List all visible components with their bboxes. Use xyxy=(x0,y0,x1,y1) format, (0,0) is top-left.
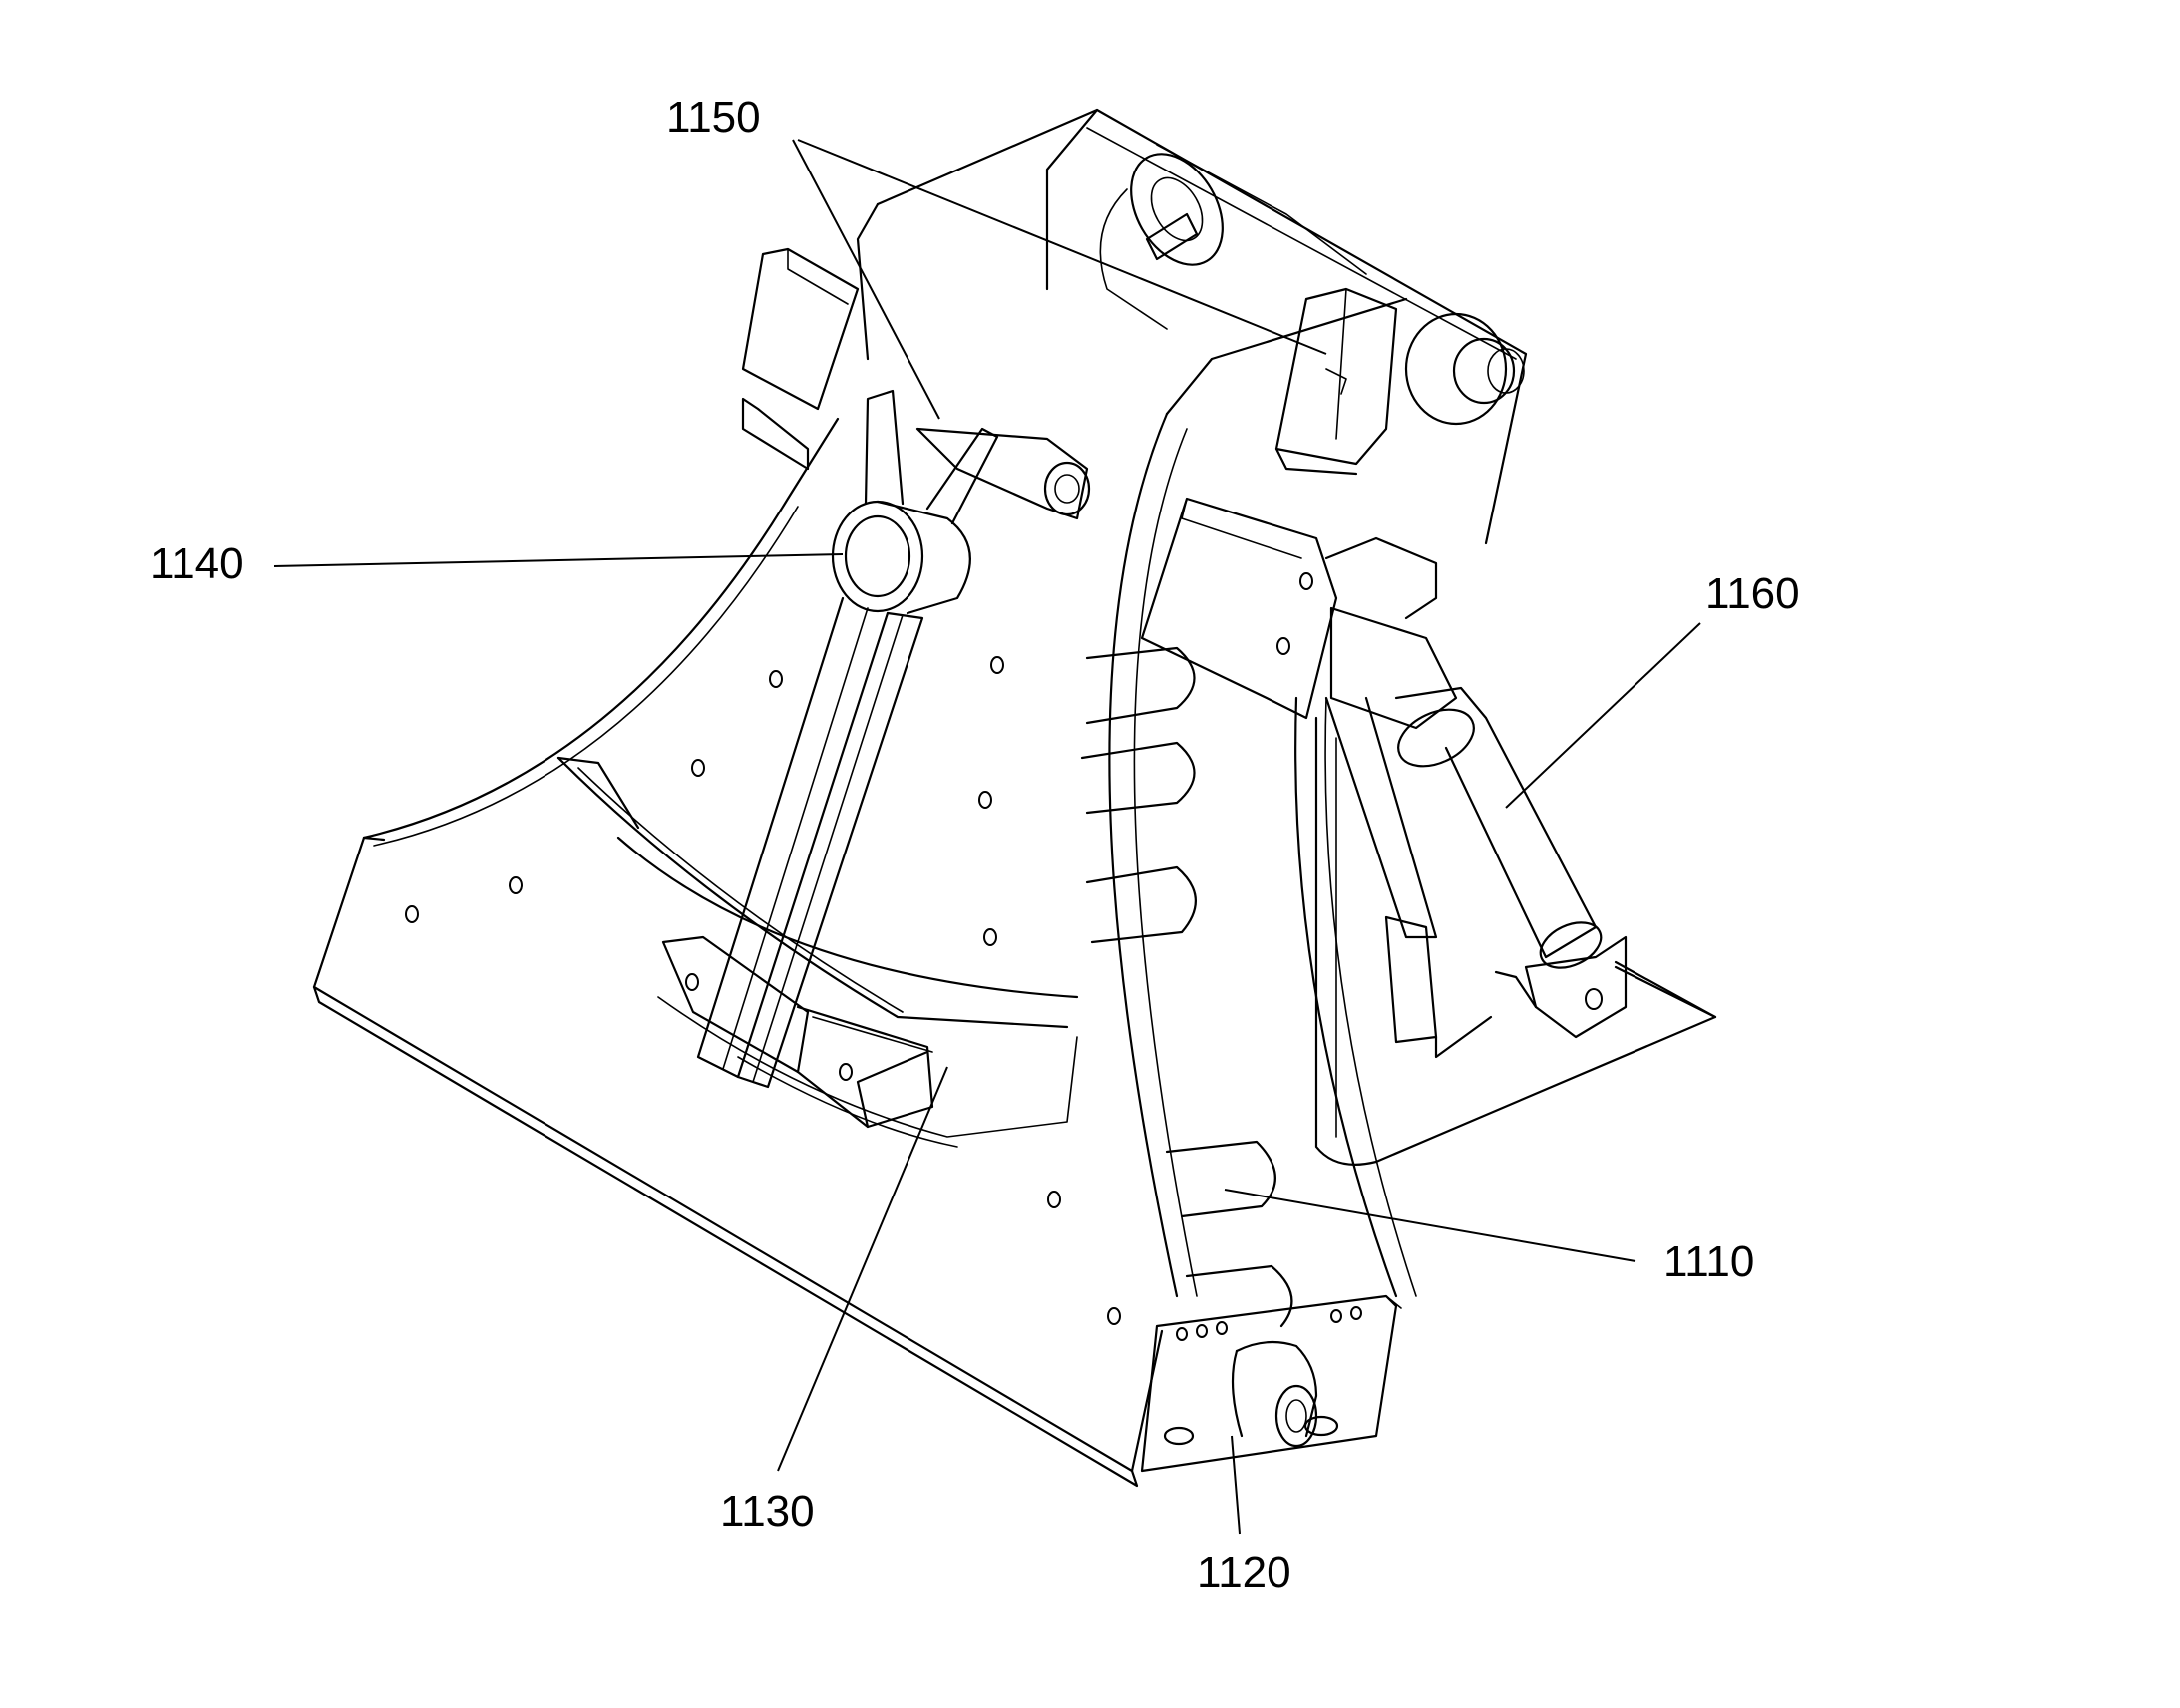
leader-1160 xyxy=(1505,622,1701,809)
left-sector-plate xyxy=(312,417,1164,1488)
leader-1130 xyxy=(777,1066,948,1472)
center-rail xyxy=(696,389,1091,1089)
leader-1110 xyxy=(1224,1189,1636,1262)
label-1150: 1150 xyxy=(666,93,761,142)
label-1130: 1130 xyxy=(720,1487,815,1536)
label-1140: 1140 xyxy=(150,539,244,588)
leader-1120 xyxy=(1231,1435,1241,1535)
sensor-block xyxy=(1274,287,1398,476)
cradle-plate xyxy=(1080,297,1417,1473)
leader-lines xyxy=(273,139,1701,1535)
base-mount xyxy=(1314,716,1717,1166)
left-top-bracket xyxy=(741,247,860,471)
leader-1150-b xyxy=(797,139,1327,355)
right-bracket xyxy=(1140,497,1458,730)
lower-bracket xyxy=(661,935,934,1129)
label-1160: 1160 xyxy=(1705,569,1800,618)
plate-holes xyxy=(405,572,1313,1325)
actuator-cylinder xyxy=(1324,686,1628,1039)
leader-1140 xyxy=(273,553,844,567)
label-1120: 1120 xyxy=(1197,1548,1291,1597)
label-1110: 1110 xyxy=(1663,1237,1754,1286)
leader-1150-a xyxy=(792,139,940,420)
upper-housing xyxy=(856,108,1528,545)
reference-labels: 1150 1140 1160 1110 1130 1120 xyxy=(150,93,1800,1597)
